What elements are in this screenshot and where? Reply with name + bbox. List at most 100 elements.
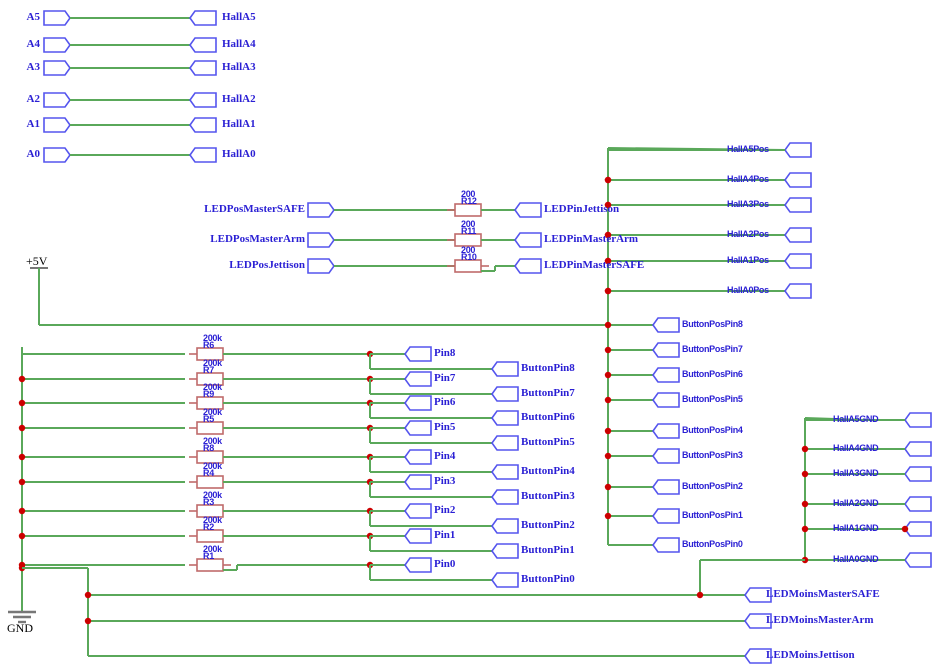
port-LEDPinMasterSAFE[interactable]: [514, 258, 542, 274]
port-HallA4GND[interactable]: [904, 441, 932, 457]
port-ButtonPosPin0[interactable]: [652, 537, 680, 553]
button-pos-pin-label-8: ButtonPosPin0: [682, 539, 743, 549]
junction-dot: [18, 507, 26, 515]
port-ButtonPosPin6[interactable]: [652, 367, 680, 383]
hall-pos-label-4: HallA1Pos: [727, 255, 769, 265]
port-LEDPosMasterArm[interactable]: [307, 232, 335, 248]
junction-dot: [696, 591, 704, 599]
port-HallA0Pos[interactable]: [784, 283, 812, 299]
port-ButtonPin7[interactable]: [491, 386, 519, 402]
port-ButtonPin3[interactable]: [491, 489, 519, 505]
led-moins-label-2: LEDMoinsJettison: [766, 649, 855, 661]
pin-label-0: Pin8: [434, 347, 456, 359]
port-ButtonPosPin4[interactable]: [652, 423, 680, 439]
port-ButtonPin1[interactable]: [491, 543, 519, 559]
button-pin-label-4: ButtonPin4: [521, 465, 575, 477]
port-ButtonPin8[interactable]: [491, 361, 519, 377]
port-HallA5Pos[interactable]: [784, 142, 812, 158]
port-hall-net-HallA1[interactable]: [189, 117, 217, 133]
port-HallA2Pos[interactable]: [784, 227, 812, 243]
port-hall-net-HallA5[interactable]: [189, 10, 217, 26]
pin-label-6: Pin2: [434, 504, 456, 516]
hall-gnd-label-4: HallA1GND: [833, 523, 879, 533]
resistor-name-R8: R8: [203, 443, 214, 453]
port-HallA1Pos[interactable]: [784, 253, 812, 269]
led-moins-label-0: LEDMoinsMasterSAFE: [766, 588, 880, 600]
port-HallA0GND[interactable]: [904, 552, 932, 568]
junction-dot: [604, 427, 612, 435]
port-ButtonPosPin2[interactable]: [652, 479, 680, 495]
port-Pin5[interactable]: [404, 420, 432, 436]
port-hall-net-HallA4[interactable]: [189, 37, 217, 53]
port-Pin2[interactable]: [404, 503, 432, 519]
port-HallA2GND[interactable]: [904, 496, 932, 512]
button-pos-pin-label-0: ButtonPosPin8: [682, 319, 743, 329]
button-pos-pin-label-5: ButtonPosPin3: [682, 450, 743, 460]
port-LEDPinMasterArm[interactable]: [514, 232, 542, 248]
port-HallA3Pos[interactable]: [784, 197, 812, 213]
port-HallA3GND[interactable]: [904, 466, 932, 482]
port-ButtonPosPin8[interactable]: [652, 317, 680, 333]
port-hall-input-A4[interactable]: [43, 37, 71, 53]
junction-dot: [801, 470, 809, 478]
port-hall-input-A0[interactable]: [43, 147, 71, 163]
port-LEDMoinsMasterArm[interactable]: [744, 613, 772, 629]
port-ButtonPin4[interactable]: [491, 464, 519, 480]
port-LEDPosMasterSAFE[interactable]: [307, 202, 335, 218]
port-ButtonPosPin5[interactable]: [652, 392, 680, 408]
hall-input-net-label-4: HallA1: [222, 118, 256, 130]
port-ButtonPosPin7[interactable]: [652, 342, 680, 358]
button-pos-pin-label-1: ButtonPosPin7: [682, 344, 743, 354]
port-ButtonPin6[interactable]: [491, 410, 519, 426]
port-LEDPinJettison[interactable]: [514, 202, 542, 218]
port-LEDPosJettison[interactable]: [307, 258, 335, 274]
junction-dot: [18, 532, 26, 540]
port-hall-net-HallA2[interactable]: [189, 92, 217, 108]
port-LEDMoinsMasterSAFE[interactable]: [744, 587, 772, 603]
port-Pin0[interactable]: [404, 557, 432, 573]
port-hall-net-HallA3[interactable]: [189, 60, 217, 76]
button-pin-label-1: ButtonPin7: [521, 387, 575, 399]
port-Pin3[interactable]: [404, 474, 432, 490]
port-ButtonPosPin3[interactable]: [652, 448, 680, 464]
port-ButtonPin5[interactable]: [491, 435, 519, 451]
resistor-value-R1: 200k: [203, 544, 222, 554]
port-hall-input-A2[interactable]: [43, 92, 71, 108]
led-moins-label-1: LEDMoinsMasterArm: [766, 614, 874, 626]
port-HallA1GND[interactable]: [904, 521, 932, 537]
junction-dot: [84, 617, 92, 625]
wire: [607, 147, 786, 151]
port-LEDMoinsJettison[interactable]: [744, 648, 772, 664]
junction-dot: [604, 512, 612, 520]
resistor-name-R4: R4: [203, 468, 214, 478]
port-hall-input-A3[interactable]: [43, 60, 71, 76]
port-HallA5GND[interactable]: [904, 412, 932, 428]
junction-dot: [801, 500, 809, 508]
port-ButtonPosPin1[interactable]: [652, 508, 680, 524]
port-Pin1[interactable]: [404, 528, 432, 544]
resistor-value-R4: 200k: [203, 461, 222, 471]
port-hall-input-A5[interactable]: [43, 10, 71, 26]
port-Pin6[interactable]: [404, 395, 432, 411]
port-Pin4[interactable]: [404, 449, 432, 465]
wire: [804, 417, 866, 421]
resistor-value-R6: 200k: [203, 333, 222, 343]
pin-label-1: Pin7: [434, 372, 456, 384]
port-Pin8[interactable]: [404, 346, 432, 362]
hall-pos-label-2: HallA3Pos: [727, 199, 769, 209]
gnd-label: GND: [7, 621, 33, 635]
port-ButtonPin0[interactable]: [491, 572, 519, 588]
port-HallA4Pos[interactable]: [784, 172, 812, 188]
port-hall-net-HallA0[interactable]: [189, 147, 217, 163]
button-pin-label-5: ButtonPin3: [521, 490, 575, 502]
pin-label-5: Pin3: [434, 475, 456, 487]
pin-label-7: Pin1: [434, 529, 456, 541]
port-Pin7[interactable]: [404, 371, 432, 387]
resistor-name-R7: R7: [203, 365, 214, 375]
resistor-value-R10: 200: [461, 245, 476, 255]
port-ButtonPin2[interactable]: [491, 518, 519, 534]
resistor-value-R2: 200k: [203, 515, 222, 525]
junction-dot: [18, 399, 26, 407]
port-hall-input-A1[interactable]: [43, 117, 71, 133]
